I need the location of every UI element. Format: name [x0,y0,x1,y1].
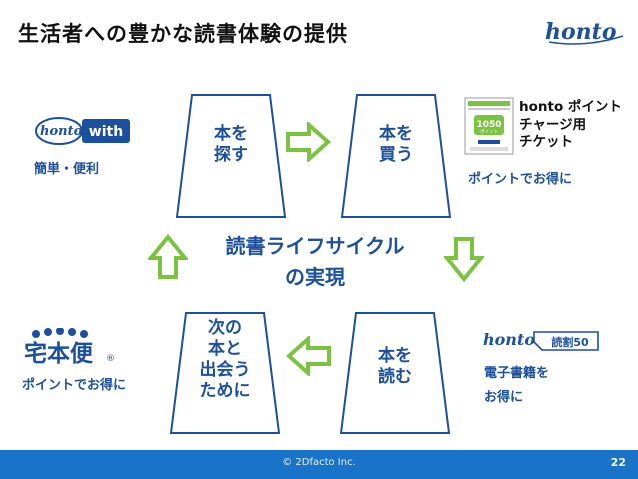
honto-with-badge: with [89,124,123,140]
point-ticket-card-image: 1050 ポイント [464,97,514,155]
trapezoid-shape [341,94,451,218]
arrow-down-icon [444,237,484,282]
cycle-step-label: 本を 探す [214,124,248,166]
page-number: 22 [610,456,626,469]
arrow-left-icon [286,336,331,376]
arrow-up-icon [148,234,188,279]
trapezoid-shape [170,312,280,434]
trapezoid-shape [176,94,286,218]
page-title: 生活者への豊かな読書体験の提供 [18,22,348,46]
cycle-step-search: 本を 探す [176,94,286,218]
cycle-step-discover: 次の 本と 出会う ために [170,312,280,434]
takkyubin-logo-text: 宅本便 [24,340,94,367]
cycle-step-label: 本を 読む [378,346,412,388]
honto-with-logo-text: honto [40,124,83,139]
card-unit: ポイント [480,128,498,135]
dokuwari-caption: 電子書籍を お得に [484,366,550,406]
point-ticket-caption: ポイントでお得に [468,172,573,187]
cycle-step-label: 次の 本と 出会う ために [199,318,251,401]
card-value: 1050 [476,120,501,130]
with-caption: 簡単・便利 [34,162,100,177]
point-ticket-title: honto ポイント チャージ用 チケット [519,99,622,151]
trapezoid-shape [340,312,450,434]
cycle-step-label: 本を 買う [379,124,413,166]
dokuwari-logo-text: honto [483,330,535,349]
honto-dokuwari-logo: honto 読割50 [483,330,599,351]
footer-copyright: © 2Dfacto Inc. [282,457,356,468]
registered-mark: ® [106,354,115,364]
cycle-step-buy: 本を 買う [341,94,451,218]
arrow-right-icon [286,122,331,162]
takkyubin-caption: ポイントでお得に [22,378,127,393]
cycle-center-label: 読書ライフサイクル の実現 [225,234,405,289]
honto-with-logo: honto with [35,117,130,145]
footer-bar: © 2Dfacto Inc. 22 [0,450,638,479]
takkyubin-logo: 宅本便 ® [24,328,115,367]
dokuwari-badge: 読割50 [551,335,589,349]
honto-logo: honto [545,19,624,45]
cycle-step-read: 本を 読む [340,312,450,434]
